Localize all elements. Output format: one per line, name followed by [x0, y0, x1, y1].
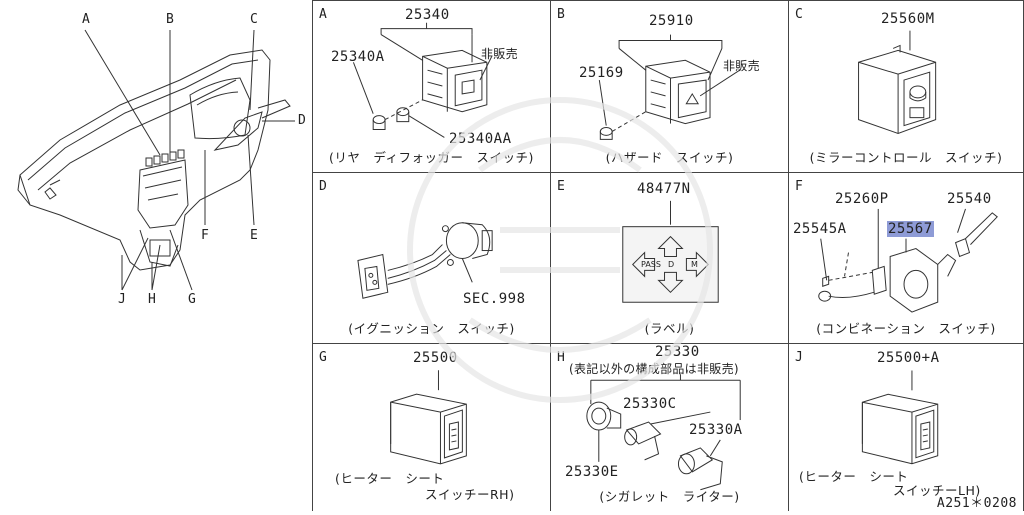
- panel-letter: D: [319, 179, 327, 194]
- part-number[interactable]: 25500+A: [877, 350, 940, 366]
- part-number[interactable]: 25560M: [881, 11, 935, 27]
- overview-label-j: J: [118, 292, 126, 307]
- part-number[interactable]: 25910: [649, 13, 694, 29]
- panel-caption: (ミラーコントロール スイッチ): [809, 150, 1003, 165]
- part-number-highlighted[interactable]: 25567: [887, 221, 934, 237]
- panel-d[interactable]: D SEC.998 (イグニッション スイッチ): [312, 173, 550, 344]
- panel-letter: C: [795, 7, 803, 22]
- overview-label-d: D: [298, 113, 306, 128]
- panel-letter: B: [557, 7, 565, 22]
- panel-letter: J: [795, 350, 803, 365]
- panel-caption-line2: スイッチーRH): [425, 487, 515, 502]
- part-number[interactable]: 25545A: [793, 221, 847, 237]
- panel-letter: A: [319, 7, 327, 22]
- overview-label-b: B: [166, 12, 174, 27]
- panel-c[interactable]: C 25560M (ミラーコントロール スイッチ): [788, 0, 1024, 173]
- panel-caption: (コンビネーション スイッチ): [816, 321, 996, 336]
- highlighted-part[interactable]: 25567: [887, 221, 934, 237]
- label-text-m: M: [691, 260, 698, 269]
- mirror-control-switch-drawing: [858, 30, 937, 134]
- panel-b[interactable]: B 25910 25169 非販売 (ハザード ス: [550, 0, 788, 173]
- not-for-sale-note: 非販売: [481, 47, 518, 61]
- overview-label-f: F: [201, 228, 209, 243]
- panel-h[interactable]: H 25330 (表記以外の構成部品は非販売) 25330C 25330A 25…: [550, 344, 788, 511]
- panel-caption: (ラベル): [644, 321, 695, 336]
- panel-g[interactable]: G 25500 (ヒーター シート スイッチーRH): [312, 344, 550, 511]
- not-for-sale-note: 非販売: [723, 59, 760, 73]
- heater-seat-switch-lh-drawing: [861, 370, 939, 465]
- part-number[interactable]: 25260P: [835, 191, 889, 207]
- part-number[interactable]: 25340: [405, 7, 450, 23]
- panel-caption: (ハザード スイッチ): [605, 150, 734, 165]
- panel-caption-line1: (ヒーター シート: [335, 471, 445, 486]
- label-text-d: D: [668, 260, 675, 269]
- overview-label-c: C: [250, 12, 258, 27]
- panel-f[interactable]: F 25260P 25540 25545A 25567: [788, 173, 1024, 344]
- overview-label-e: E: [250, 228, 258, 243]
- panel-letter: G: [319, 350, 327, 365]
- panel-caption: (シガレット ライター): [599, 489, 740, 504]
- panel-caption-line2: スイッチーLH): [893, 483, 981, 498]
- part-number[interactable]: 25330A: [689, 422, 743, 438]
- combination-switch-drawing: [818, 208, 998, 313]
- overview-label-a: A: [82, 12, 90, 27]
- overview-label-h: H: [148, 292, 156, 307]
- dashboard-illustration: [17, 29, 295, 291]
- panel-caption: (リヤ ディフォッガー スイッチ): [329, 150, 534, 165]
- part-number[interactable]: 25540: [947, 191, 992, 207]
- part-number[interactable]: 25169: [579, 65, 624, 81]
- panel-caption-line1: (ヒーター シート: [799, 469, 909, 484]
- panel-e[interactable]: E 48477N PASS D M (ラベル): [550, 173, 788, 344]
- label-text-pass: PASS: [641, 260, 661, 269]
- panel-a[interactable]: A 25340 25340A 25340AA 非販売: [312, 0, 550, 173]
- dashboard-overview: A B C D E F G H J: [0, 0, 312, 511]
- panel-j[interactable]: J 25500+A (ヒーター シート スイッチーLH) A251＊0208: [788, 344, 1024, 511]
- part-number[interactable]: 25330E: [565, 464, 619, 480]
- panel-caption: (イグニッション スイッチ): [348, 321, 515, 336]
- drawing-code: A251＊0208: [936, 496, 1017, 511]
- parts-grid: A 25340 25340A 25340AA 非販売: [312, 0, 1024, 511]
- panel-letter: F: [795, 179, 803, 194]
- part-number[interactable]: 25340A: [331, 49, 385, 65]
- overview-label-g: G: [188, 292, 196, 307]
